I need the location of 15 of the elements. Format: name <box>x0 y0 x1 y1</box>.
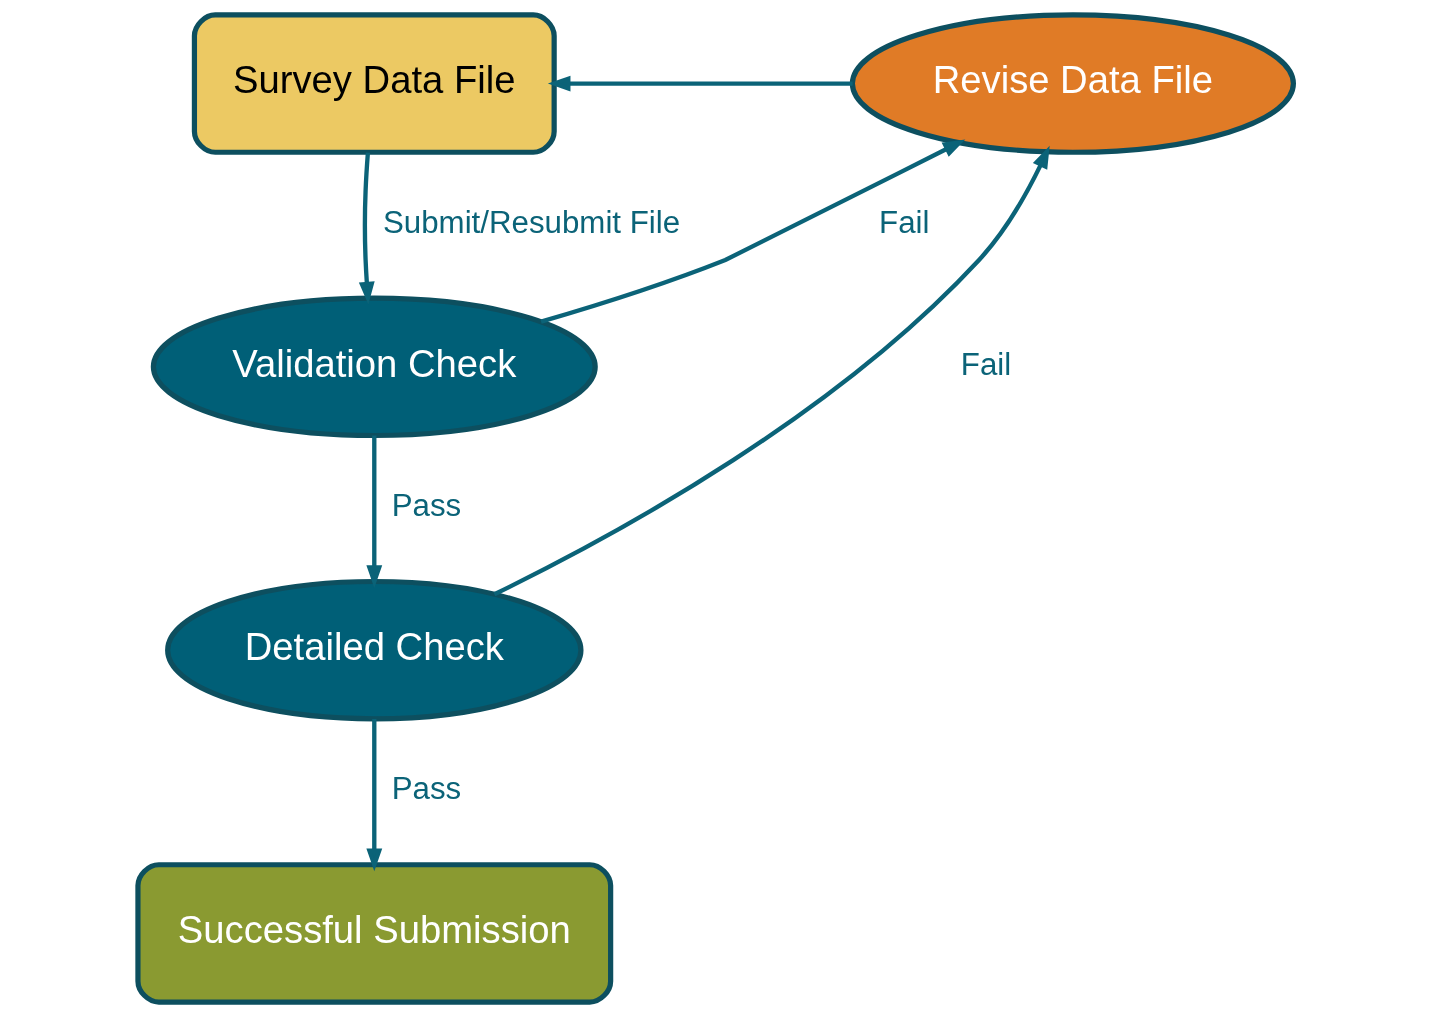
node-ellipse: Detailed Check <box>164 578 584 722</box>
edge-label: Pass <box>391 771 461 807</box>
node-ellipse: Validation Check <box>150 295 598 439</box>
arrow <box>492 145 1050 597</box>
arrow <box>358 152 375 305</box>
edge-label: Submit/Resubmit File <box>382 204 680 240</box>
node-box: Successful Submission <box>134 862 613 1005</box>
arrow <box>547 75 853 92</box>
node-box: Survey Data File <box>191 12 557 155</box>
arrow <box>365 435 382 588</box>
edge-label: Fail <box>878 204 930 240</box>
edge-label: Fail <box>960 346 1011 382</box>
edge-label: Pass <box>391 488 461 524</box>
arrow <box>539 139 965 324</box>
arrow <box>365 718 382 872</box>
